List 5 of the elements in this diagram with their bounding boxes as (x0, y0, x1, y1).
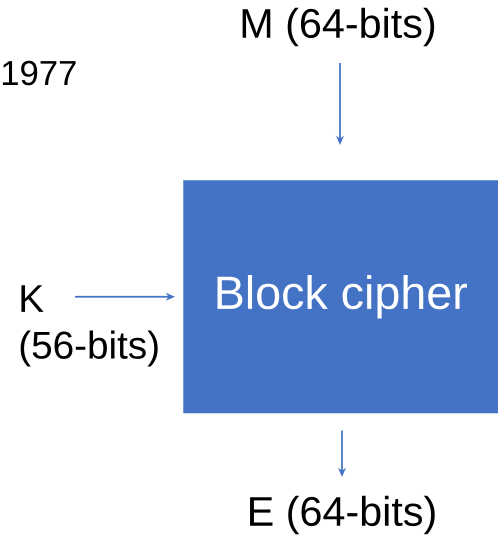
key-label: K (56-bits) (20, 285, 158, 367)
year-label: 1977 (2, 60, 76, 86)
input-label: M (64-bits) (242, 8, 434, 46)
output-label: E (64-bits) (250, 496, 435, 534)
cipher-box: Block cipher (183, 180, 498, 414)
